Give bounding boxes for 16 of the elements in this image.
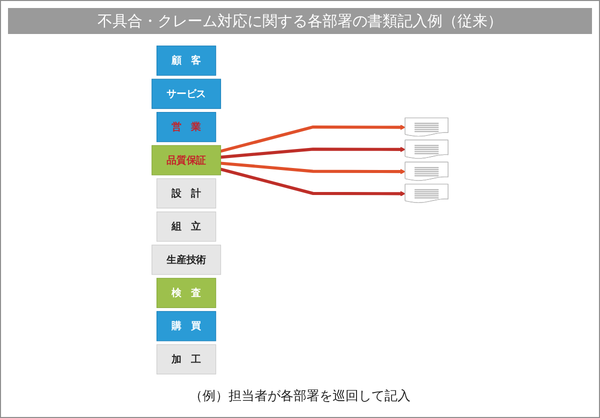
node-box: 購 買	[156, 311, 216, 342]
node-box: 加 工	[156, 344, 216, 374]
node-box: 品質保証	[152, 145, 222, 176]
node-box: 営 業	[156, 112, 216, 142]
node-box: 検 査	[156, 278, 216, 308]
node-box: 顧 客	[156, 46, 216, 76]
arrow	[220, 124, 406, 153]
title-bar: 不具合・クレーム対応に関する各部署の書類記入例（従来）	[8, 8, 592, 34]
arrow	[220, 146, 406, 159]
node-box: サービス	[152, 78, 222, 109]
node-box: 設 計	[156, 178, 216, 208]
caption: （例）担当者が各部署を巡回して記入	[190, 389, 410, 404]
arrow	[220, 168, 406, 196]
arrow	[220, 162, 406, 174]
node-box: 生産技術	[152, 244, 222, 275]
node-box: 組 立	[156, 212, 216, 242]
